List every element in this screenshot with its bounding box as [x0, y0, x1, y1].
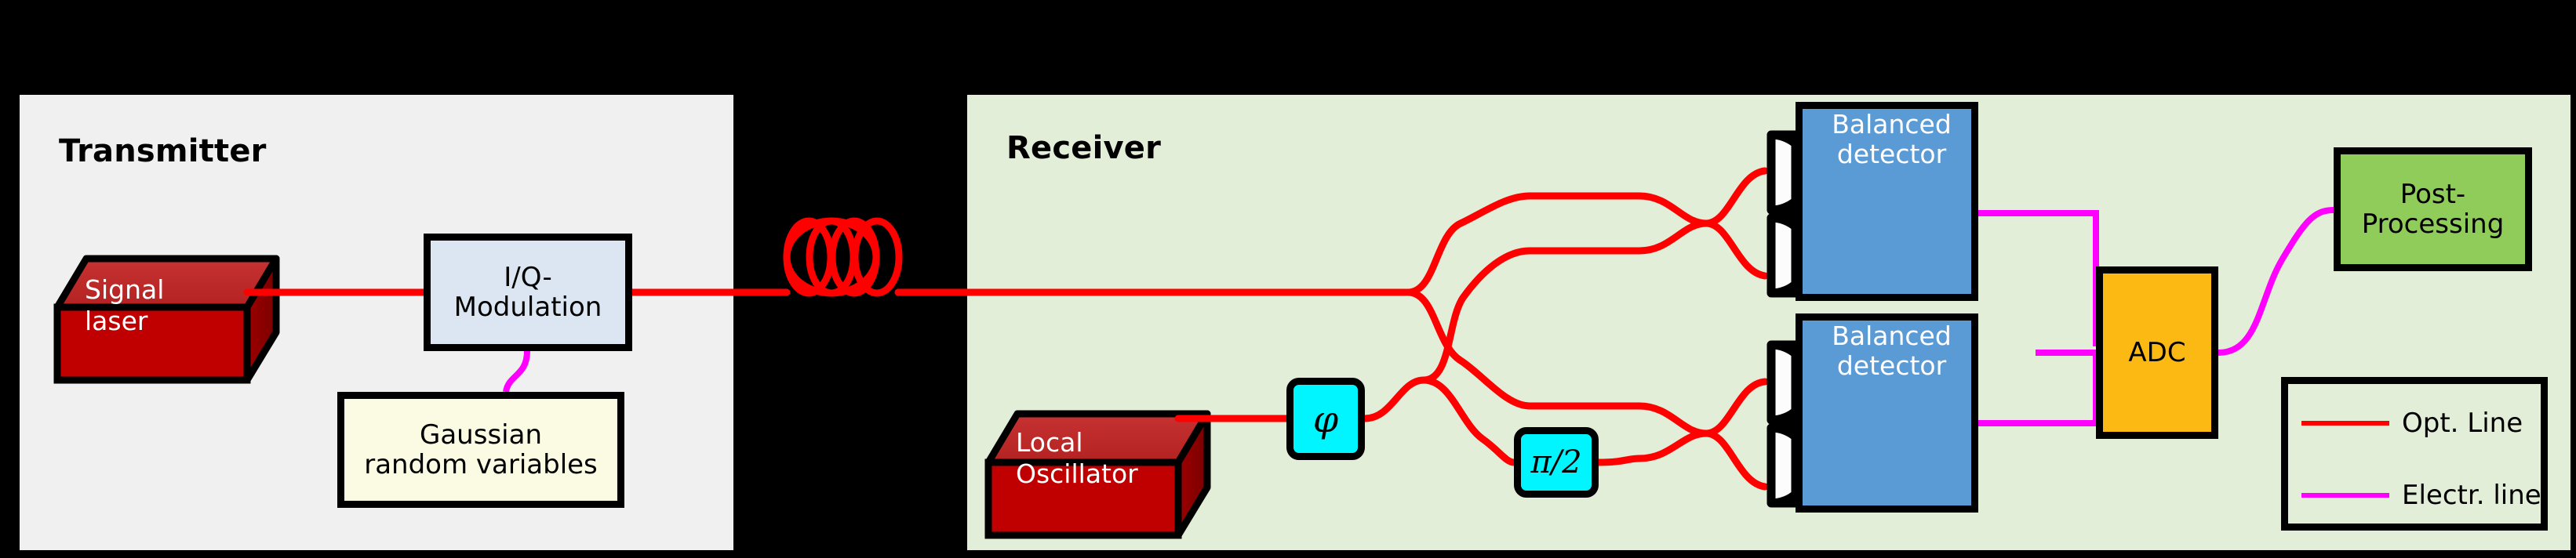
balanced-detector-2-label-line2: detector	[1836, 350, 1947, 381]
legend-label-electrical: Electr. line	[2402, 480, 2541, 511]
legend-entry-electrical: Electr. line	[2301, 480, 2541, 511]
optical-coupler1-out-bottom	[1702, 219, 1769, 280]
optical-lines	[243, 167, 1769, 491]
fiber-spool-coil	[783, 217, 903, 297]
optical-pi2-to-coupler	[1595, 455, 1643, 466]
optical-lo-branch-lower	[1420, 376, 1518, 466]
signal-laser-cube	[53, 255, 280, 384]
optical-coupler1-cross-a	[1635, 192, 1710, 227]
gaussian-source-block[interactable]: Gaussian random variables	[337, 392, 624, 508]
phase-shifter-block[interactable]: φ	[1286, 378, 1365, 460]
phase-shifter-label: φ	[1312, 397, 1339, 440]
transmitter-title: Transmitter	[59, 133, 267, 169]
balanced-detector-1-label-line1: Balanced	[1832, 109, 1952, 140]
legend-label-optical: Opt. Line	[2402, 408, 2523, 439]
legend-swatch-electrical	[2301, 493, 2389, 498]
balanced-detector-1-label: Balanced detector	[1800, 110, 1983, 169]
optical-phase-to-splitter	[1361, 376, 1428, 422]
legend-box	[2281, 377, 2548, 531]
post-processing-label-line1: Post-	[2400, 178, 2466, 210]
adc-block[interactable]: ADC	[2096, 266, 2218, 439]
optical-coupler1-cross-b	[1635, 219, 1710, 255]
legend-swatch-optical	[2301, 421, 2389, 426]
optical-signal-branch-lower	[1404, 288, 1643, 410]
receiver-title: Receiver	[1006, 130, 1162, 166]
iq-modulation-label-line2: Modulation	[453, 292, 602, 323]
gaussian-label-line1: Gaussian	[420, 418, 542, 451]
balanced-detector-2-label: Balanced detector	[1800, 321, 1983, 381]
optical-coupler1-out-top	[1702, 167, 1769, 227]
post-processing-label-line2: Processing	[2361, 208, 2505, 240]
legend-entry-optical: Opt. Line	[2301, 408, 2523, 439]
iq-modulation-block[interactable]: I/Q- Modulation	[424, 234, 632, 351]
post-processing-block[interactable]: Post- Processing	[2334, 147, 2532, 271]
quadrature-shifter-label: π/2	[1530, 444, 1582, 480]
electrical-lines	[503, 173, 2334, 464]
optical-coupler2-out-bottom	[1702, 429, 1769, 491]
balanced-detector-2[interactable]	[1796, 313, 1978, 513]
optical-coupler2-out-top	[1702, 378, 1769, 437]
electrical-gaussian-to-modulator	[503, 350, 530, 393]
quadrature-shifter-block[interactable]: π/2	[1514, 427, 1599, 498]
balanced-detector-1-label-line2: detector	[1836, 138, 1947, 169]
electrical-adc-to-postprocessing	[2218, 207, 2334, 356]
optical-coupler2-cross-a	[1635, 402, 1710, 437]
optical-lo-branch-upper	[1420, 247, 1643, 384]
iq-modulation-label-line1: I/Q-	[504, 261, 552, 293]
optical-coupler2-cross-b	[1635, 429, 1710, 462]
local-oscillator-cube	[984, 410, 1211, 539]
gaussian-label-line2: random variables	[364, 449, 598, 480]
optical-signal-branch-upper	[1404, 192, 1643, 296]
balanced-detector-2-label-line1: Balanced	[1832, 321, 1952, 351]
balanced-detector-1[interactable]	[1796, 102, 1978, 301]
adc-label: ADC	[2128, 336, 2186, 368]
